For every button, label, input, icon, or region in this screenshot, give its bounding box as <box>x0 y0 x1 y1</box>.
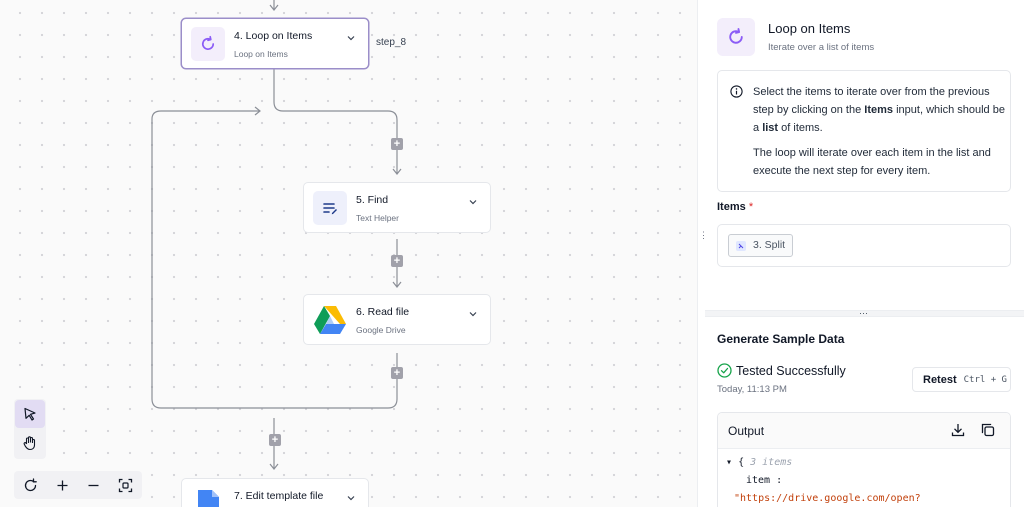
section-resize-handle[interactable]: ⋯ <box>705 310 1024 317</box>
step-settings-panel: Loop on Items Iterate over a list of ite… <box>705 0 1024 507</box>
zoom-out-icon[interactable] <box>78 471 108 499</box>
chevron-down-icon[interactable] <box>468 309 478 319</box>
google-drive-icon <box>313 303 347 337</box>
step-subtitle: Google Drive <box>356 325 406 335</box>
chevron-down-icon[interactable] <box>346 493 356 503</box>
step-subtitle: Text Helper <box>356 213 399 223</box>
step-title: 4. Loop on Items <box>234 30 312 42</box>
check-circle-icon <box>717 363 732 378</box>
panel-subtitle: Iterate over a list of items <box>768 42 874 53</box>
text-helper-icon <box>313 191 347 225</box>
add-step-button[interactable]: + <box>391 138 403 150</box>
add-step-button[interactable]: + <box>269 434 281 446</box>
output-viewer: Output ▾ { 3 items item : "https://drive… <box>717 412 1011 507</box>
fit-view-icon[interactable] <box>110 471 140 499</box>
retest-shortcut: Ctrl + G <box>964 375 1007 385</box>
test-timestamp: Today, 11:13 PM <box>717 384 787 395</box>
add-step-button[interactable]: + <box>391 367 403 379</box>
step-title: 6. Read file <box>356 306 409 318</box>
json-output: ▾ { 3 items item : "https://drive.google… <box>726 457 921 507</box>
copy-icon[interactable] <box>980 422 996 438</box>
info-callout: Select the items to iterate over from th… <box>717 70 1011 192</box>
step-subtitle: Loop on Items <box>234 49 288 59</box>
zoom-in-icon[interactable] <box>47 471 77 499</box>
drag-handle-icon: ⋯ <box>859 308 867 319</box>
test-status: Tested Successfully <box>717 363 846 378</box>
step-node-edit-template[interactable]: 7. Edit template file <box>181 478 369 507</box>
sample-data-title: Generate Sample Data <box>717 332 844 346</box>
reset-icon[interactable] <box>15 471 45 499</box>
flow-edges <box>0 0 697 507</box>
canvas-mode-toolbar <box>14 399 46 459</box>
loop-icon <box>717 18 755 56</box>
step-reference-chip[interactable]: 3. Split <box>728 234 793 257</box>
chevron-down-icon[interactable] <box>346 33 356 43</box>
items-label: Items * <box>717 201 753 213</box>
collapse-toggle-icon[interactable]: ▾ <box>726 457 732 468</box>
loop-icon <box>191 27 225 61</box>
retest-button[interactable]: Retest Ctrl + G <box>912 367 1011 392</box>
add-step-button[interactable]: + <box>391 255 403 267</box>
output-title: Output <box>728 424 764 438</box>
step-node-loop[interactable]: 4. Loop on Items Loop on Items <box>181 18 369 69</box>
download-icon[interactable] <box>950 422 966 438</box>
hand-icon[interactable] <box>15 429 45 457</box>
zoom-toolbar <box>14 471 142 499</box>
step-name-label: step_8 <box>376 37 406 48</box>
panel-resize-handle[interactable]: ⋮⋮ <box>697 0 705 507</box>
step-title: 5. Find <box>356 194 388 206</box>
items-input[interactable]: 3. Split <box>717 224 1011 267</box>
step-title: 7. Edit template file <box>234 490 323 502</box>
flow-canvas[interactable]: + + + + 4. Loop on Items Loop on Items s… <box>0 0 697 507</box>
step-node-find[interactable]: 5. Find Text Helper <box>303 182 491 233</box>
pointer-icon[interactable] <box>15 400 45 428</box>
step-node-read-file[interactable]: 6. Read file Google Drive <box>303 294 491 345</box>
chevron-down-icon[interactable] <box>468 197 478 207</box>
info-text: Select the items to iterate over from th… <box>753 83 1005 180</box>
info-icon <box>730 85 743 98</box>
split-icon <box>736 241 746 251</box>
panel-title: Loop on Items <box>768 21 850 36</box>
google-docs-icon <box>191 487 225 507</box>
